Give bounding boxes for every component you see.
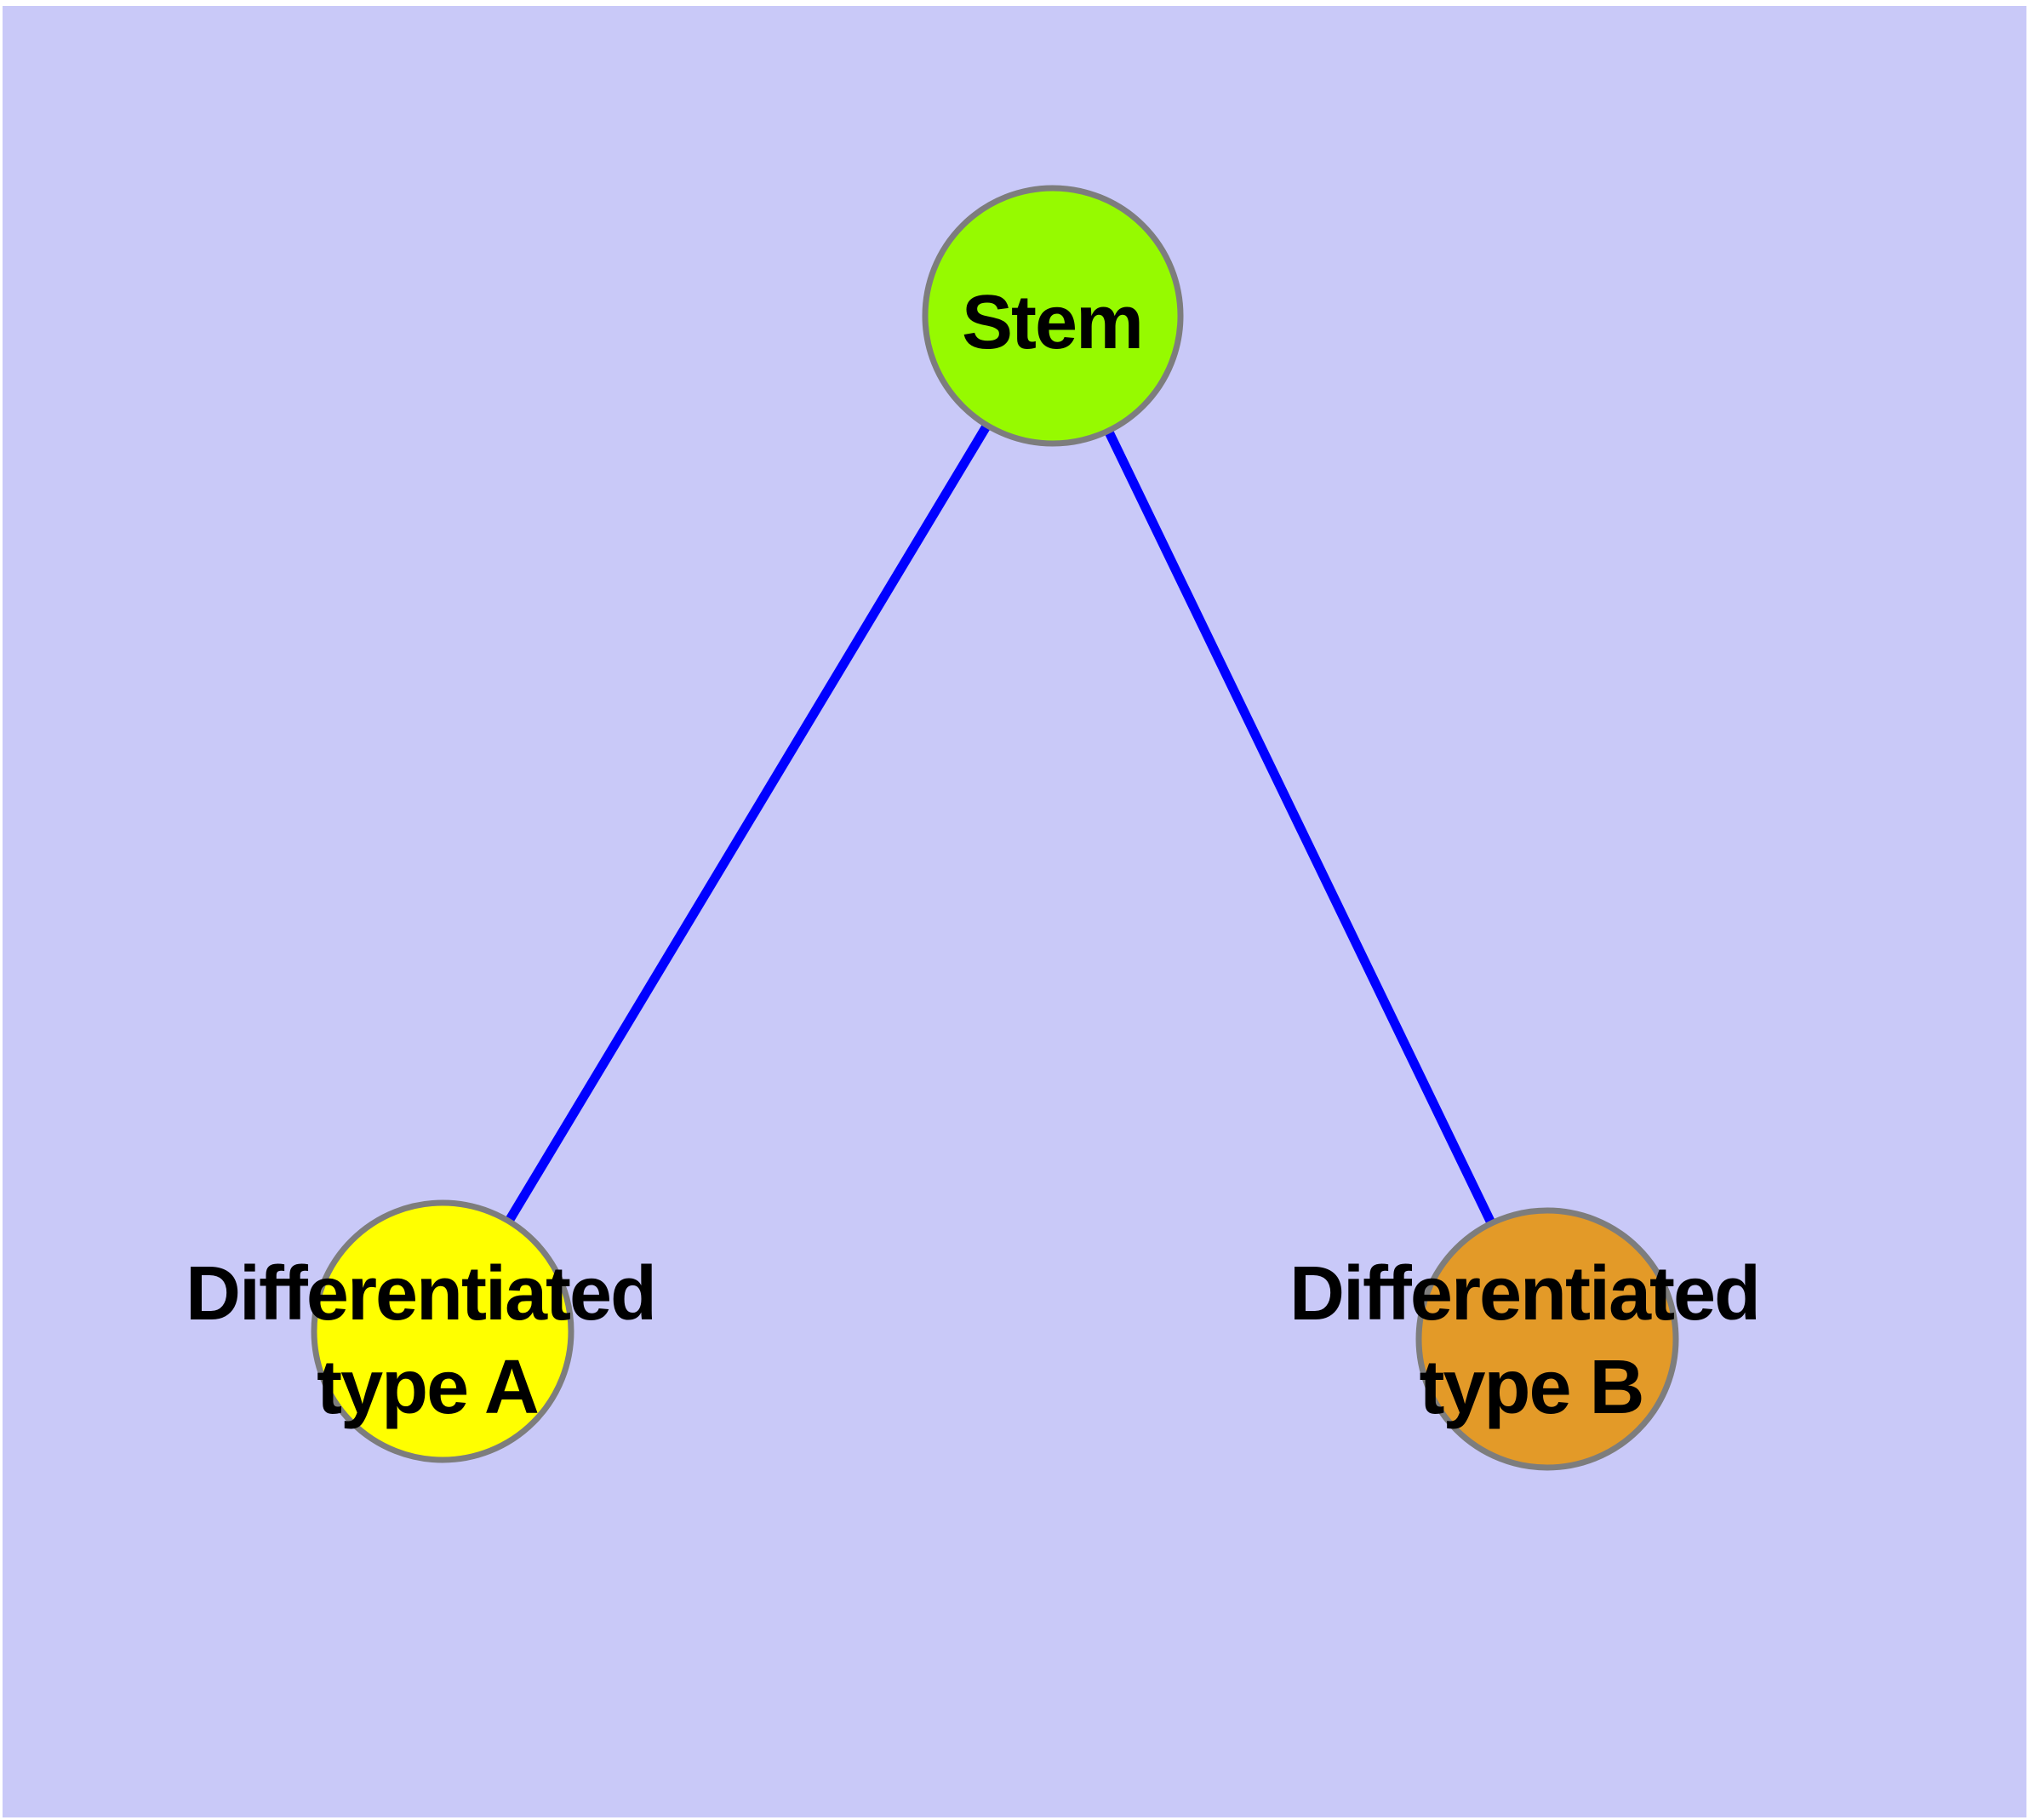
node-differentiated-type-a: Differentiated type A <box>186 1199 657 1463</box>
node-stem-circle <box>922 185 1184 447</box>
edge-stem-to-type-b <box>1049 313 1552 1342</box>
edge-stem-to-type-a <box>438 313 1057 1334</box>
node-type-b-label-line2: type B <box>1419 1345 1643 1430</box>
node-type-b-label-line1: Differentiated <box>1289 1251 1759 1336</box>
node-type-b-circle <box>1415 1207 1679 1471</box>
edge-layer <box>438 313 1552 1342</box>
node-stem: Stem <box>922 185 1184 447</box>
node-type-a-label-line2: type A <box>317 1345 538 1430</box>
node-type-a-label-line1: Differentiated <box>186 1251 655 1336</box>
node-differentiated-type-b: Differentiated type B <box>1289 1207 1761 1471</box>
node-type-a-circle <box>311 1199 574 1463</box>
node-stem-label: Stem <box>962 280 1142 365</box>
